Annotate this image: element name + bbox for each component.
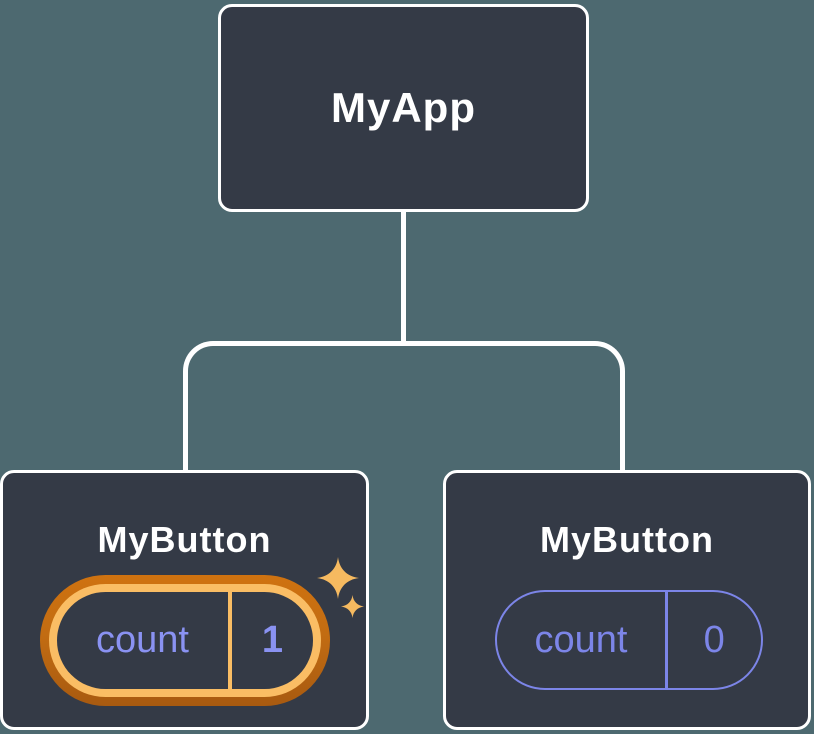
node-mybutton-highlighted: MyButton count 1 [0, 470, 369, 730]
state-value: 0 [703, 618, 725, 661]
state-pill-divider [228, 592, 232, 689]
sparkle-icon [317, 557, 359, 599]
connector-branch [183, 341, 625, 472]
state-pill: count 0 [495, 590, 763, 690]
state-pill-highlighted: count 1 [57, 592, 313, 689]
node-mybutton-label: MyButton [97, 519, 272, 560]
node-myapp-label: MyApp [331, 84, 476, 131]
node-mybutton-label: MyButton [540, 519, 714, 560]
state-pill-divider [665, 592, 668, 688]
state-pill-highlight-ring: count 1 [40, 575, 330, 706]
state-key-label: count [96, 619, 189, 661]
node-myapp: MyApp [218, 4, 589, 212]
node-mybutton: MyButton count 0 [443, 470, 811, 730]
sparkle-icon [341, 595, 364, 618]
connector-root-stem [401, 211, 406, 344]
state-value: 1 [261, 619, 284, 661]
state-key-label: count [534, 618, 628, 661]
